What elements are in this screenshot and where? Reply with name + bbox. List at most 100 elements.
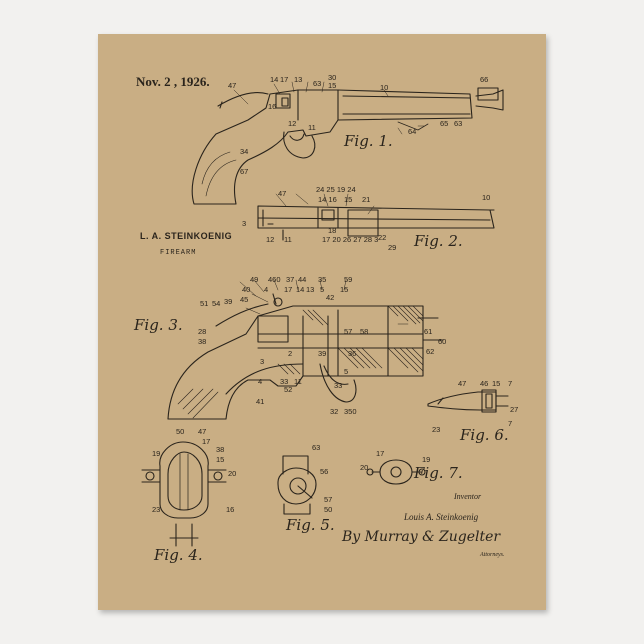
svg-text:17: 17 (202, 437, 210, 446)
svg-text:2: 2 (288, 349, 292, 358)
svg-text:24 25 19 24: 24 25 19 24 (316, 185, 356, 194)
svg-text:47: 47 (198, 427, 206, 436)
svg-text:21: 21 (362, 195, 370, 204)
inventor-signature: Louis A. Steinkoenig (404, 512, 478, 522)
svg-text:22: 22 (378, 233, 386, 242)
svg-text:41: 41 (256, 397, 264, 406)
svg-text:10: 10 (482, 193, 490, 202)
svg-text:36: 36 (348, 349, 356, 358)
svg-text:32: 32 (330, 407, 338, 416)
svg-text:14 16: 14 16 (318, 195, 337, 204)
svg-text:38: 38 (216, 445, 224, 454)
fig5-label: Fig. 5. (286, 516, 335, 534)
svg-text:28: 28 (198, 327, 206, 336)
svg-text:40: 40 (242, 285, 250, 294)
svg-text:10: 10 (380, 83, 388, 92)
svg-text:56: 56 (320, 467, 328, 476)
svg-text:20: 20 (360, 463, 368, 472)
svg-text:49: 49 (250, 275, 258, 284)
svg-text:15: 15 (344, 195, 352, 204)
svg-text:59: 59 (344, 275, 352, 284)
fig2-label: Fig. 2. (414, 232, 463, 250)
svg-text:50: 50 (324, 505, 332, 514)
svg-text:460: 460 (268, 275, 281, 284)
inventor-label: Inventor (454, 492, 481, 501)
svg-text:17 20 26 27 28 3: 17 20 26 27 28 3 (322, 235, 378, 244)
svg-text:3: 3 (242, 219, 246, 228)
reference-numerals: 47 14 17 13 63 30 15 10 66 16 65 63 12 1… (152, 73, 518, 514)
svg-text:42: 42 (326, 293, 334, 302)
svg-text:51: 51 (200, 299, 208, 308)
fig4-label: Fig. 4. (154, 546, 203, 564)
svg-text:66: 66 (480, 75, 488, 84)
svg-text:29: 29 (388, 243, 396, 252)
svg-text:45: 45 (240, 295, 248, 304)
svg-text:15: 15 (492, 379, 500, 388)
svg-text:11: 11 (308, 123, 316, 132)
svg-text:12: 12 (288, 119, 296, 128)
fig7-label: Fig. 7. (414, 464, 463, 482)
svg-text:15: 15 (216, 455, 224, 464)
svg-text:12: 12 (266, 235, 274, 244)
svg-text:11: 11 (284, 235, 292, 244)
svg-text:58: 58 (360, 327, 368, 336)
svg-text:54: 54 (212, 299, 220, 308)
svg-text:64: 64 (408, 127, 416, 136)
svg-text:18: 18 (328, 226, 336, 235)
svg-text:19: 19 (152, 449, 160, 458)
attorney-label: Attorneys. (480, 552, 505, 558)
svg-text:50: 50 (176, 427, 184, 436)
svg-text:33: 33 (334, 381, 342, 390)
svg-text:44: 44 (298, 275, 306, 284)
svg-text:23: 23 (152, 505, 160, 514)
svg-text:5: 5 (320, 285, 324, 294)
svg-text:47: 47 (228, 81, 236, 90)
svg-text:38: 38 (198, 337, 206, 346)
svg-text:47: 47 (278, 189, 286, 198)
attorney-signature: By Murray & Zugelter (342, 529, 500, 545)
svg-text:60: 60 (438, 337, 446, 346)
fig3-label: Fig. 3. (134, 316, 183, 334)
svg-text:3: 3 (260, 357, 264, 366)
fig1-label: Fig. 1. (344, 132, 393, 150)
svg-text:39: 39 (224, 297, 232, 306)
svg-text:11: 11 (294, 377, 302, 386)
fig6-label: Fig. 6. (460, 426, 509, 444)
svg-text:15: 15 (340, 285, 348, 294)
svg-text:63: 63 (454, 119, 462, 128)
svg-text:39: 39 (318, 349, 326, 358)
svg-text:35: 35 (318, 275, 326, 284)
inventor-header: L. A. STEINKOENIG (140, 231, 232, 241)
svg-text:4: 4 (264, 285, 268, 294)
svg-text:23: 23 (432, 425, 440, 434)
svg-text:13: 13 (294, 75, 302, 84)
svg-text:67: 67 (240, 167, 248, 176)
svg-text:17: 17 (280, 75, 288, 84)
svg-text:52: 52 (284, 385, 292, 394)
svg-text:5: 5 (344, 367, 348, 376)
svg-text:63: 63 (313, 79, 321, 88)
fig6-lever-drawing (428, 390, 508, 412)
svg-text:47: 47 (458, 379, 466, 388)
patent-poster: 47 14 17 13 63 30 15 10 66 16 65 63 12 1… (98, 34, 546, 610)
svg-text:61: 61 (424, 327, 432, 336)
svg-text:57: 57 (324, 495, 332, 504)
svg-text:62: 62 (426, 347, 434, 356)
svg-text:15: 15 (328, 81, 336, 90)
svg-text:7: 7 (508, 379, 512, 388)
fig3-hatching (178, 306, 423, 418)
svg-text:16: 16 (268, 102, 276, 111)
svg-text:4: 4 (258, 377, 262, 386)
svg-text:350: 350 (344, 407, 357, 416)
svg-text:63: 63 (312, 443, 320, 452)
svg-text:19: 19 (422, 455, 430, 464)
svg-text:17: 17 (376, 449, 384, 458)
svg-text:20: 20 (228, 469, 236, 478)
svg-text:65: 65 (440, 119, 448, 128)
svg-text:46: 46 (480, 379, 488, 388)
svg-text:16: 16 (226, 505, 234, 514)
svg-text:57: 57 (344, 327, 352, 336)
svg-text:34: 34 (240, 147, 248, 156)
patent-date: Nov. 2 , 1926. (136, 74, 210, 90)
fig5-cylinder-drawing (278, 456, 316, 514)
